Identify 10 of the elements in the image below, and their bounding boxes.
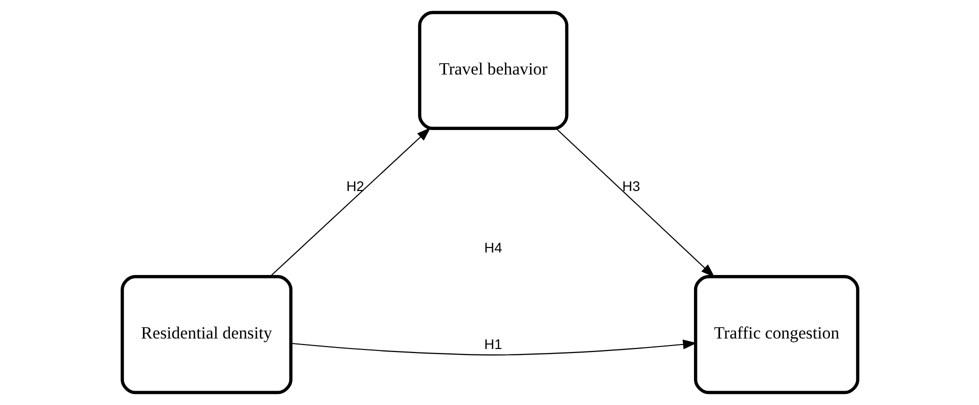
edge-label: H1 [484,336,502,352]
node-box: Traffic congestion [693,274,859,394]
arrow [290,340,696,356]
edge-label: H3 [622,178,640,194]
label: H4 [484,239,502,256]
edge-label: H2 [346,178,364,194]
arrow [270,127,430,277]
node-box: Residential density [120,274,292,394]
arrow [556,128,714,278]
node-box: Travel behavior [418,10,568,130]
